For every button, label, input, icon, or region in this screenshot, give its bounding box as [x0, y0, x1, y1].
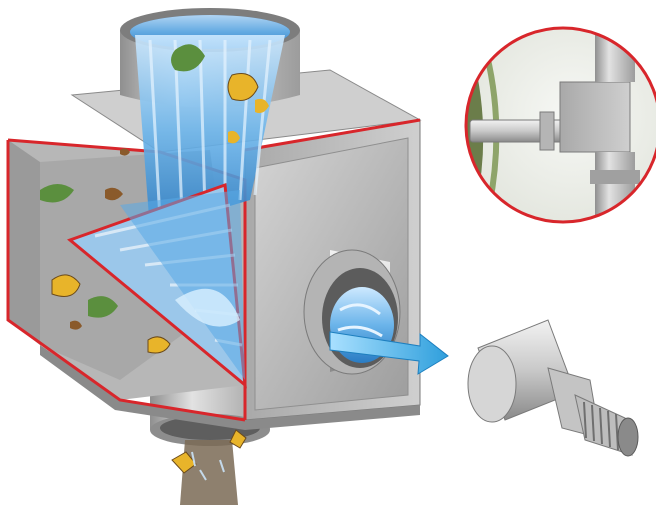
reducer-fitting — [467, 319, 639, 457]
debris-leaves — [40, 44, 269, 354]
debris-drain — [150, 385, 270, 505]
water-flow-arrow — [329, 331, 449, 375]
installation-inset — [464, 26, 656, 224]
